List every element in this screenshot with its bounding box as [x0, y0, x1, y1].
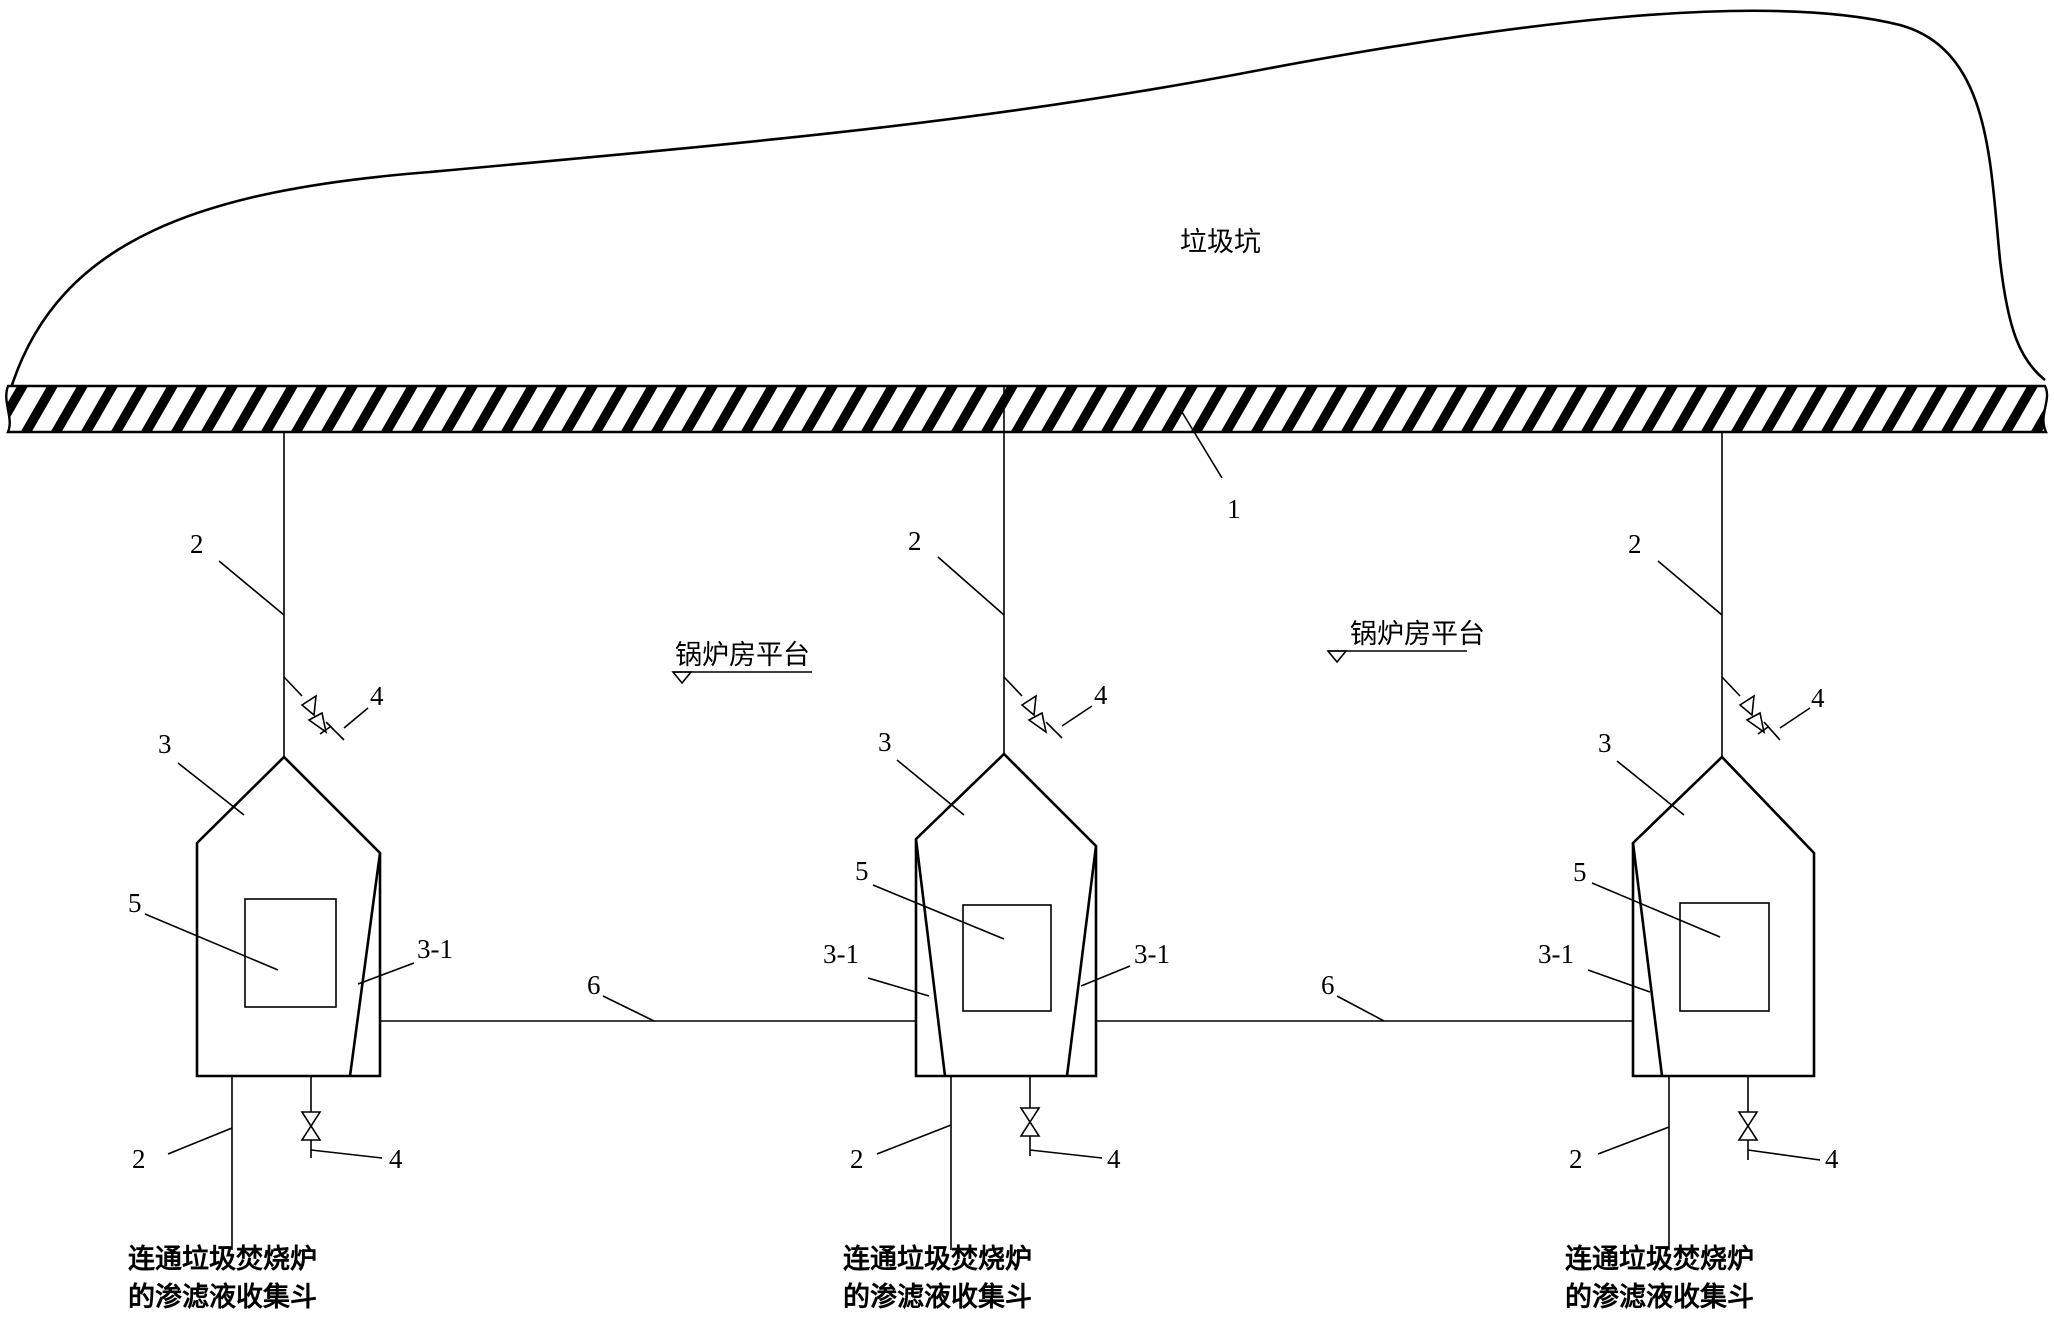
- svg-text:锅炉房平台: 锅炉房平台: [1350, 619, 1485, 650]
- leader-line: [1080, 965, 1131, 987]
- inspection-window: [962, 904, 1052, 1012]
- ref-pipe-bottom: 2: [850, 1144, 864, 1174]
- garbage-pit-outline: [10, 9, 2046, 386]
- ref-pipe-bottom: 2: [132, 1144, 146, 1174]
- tank-inner-plate: [348, 852, 382, 1077]
- outlet-label-line2: 的渗滤液收集斗: [1565, 1281, 1754, 1313]
- leader-line: [1181, 411, 1223, 479]
- outlet-label-line2: 的渗滤液收集斗: [843, 1281, 1032, 1313]
- vent-valve: [1721, 676, 1781, 741]
- ref-tank: 3: [1598, 728, 1612, 758]
- leader-line: [1597, 1126, 1670, 1155]
- boiler-platform-marker-left: 锅炉房平台: [671, 640, 812, 685]
- ref-tank-inner-left: 3-1: [823, 939, 859, 969]
- tank-inner-plate: [1631, 842, 1664, 1077]
- ref-pipe-top: 2: [908, 526, 922, 556]
- collection-tank: [914, 752, 1098, 1078]
- ref-wall: 1: [1227, 494, 1241, 524]
- outlet-label-line2: 的渗滤液收集斗: [128, 1281, 317, 1313]
- leader-line: [1779, 707, 1811, 729]
- leader-line: [1587, 969, 1651, 993]
- collection-unit-middle: 2 4 3 3-1 3-1 5 2 4 连通垃: [823, 385, 1170, 1313]
- leader-line: [872, 884, 1005, 940]
- ref-window: 5: [128, 888, 142, 918]
- ref-valve-top: 4: [1094, 680, 1108, 710]
- ref-valve-bottom: 4: [1107, 1144, 1121, 1174]
- boiler-platform-marker-right: 锅炉房平台: [1326, 619, 1485, 664]
- tank-inner-plate-right: [1065, 845, 1098, 1077]
- tank-inner-plate-left: [914, 838, 947, 1077]
- ref-pipe-top: 2: [1628, 529, 1642, 559]
- leader-line: [144, 913, 279, 971]
- ref-connector-left: 6: [587, 970, 601, 1000]
- leader-line: [602, 995, 655, 1022]
- ref-pipe-top: 2: [190, 529, 204, 559]
- leader-line: [167, 1127, 233, 1155]
- collection-unit-left: 2 4 3 3-1 5 2 4 连通垃圾焚烧炉 的渗: [128, 432, 453, 1313]
- leader-line: [876, 1124, 952, 1155]
- ref-valve-bottom: 4: [389, 1144, 403, 1174]
- drain-valve: [1737, 1076, 1821, 1161]
- ref-tank: 3: [878, 727, 892, 757]
- outlet-label-line1: 连通垃圾焚烧炉: [843, 1243, 1032, 1275]
- inspection-window: [1679, 902, 1770, 1012]
- leader-line: [1657, 560, 1723, 616]
- pit-wall: [5, 384, 2049, 434]
- inspection-window: [244, 898, 337, 1008]
- ref-valve-top: 4: [370, 681, 384, 711]
- svg-text:锅炉房平台: 锅炉房平台: [675, 640, 810, 671]
- ref-connector-right: 6: [1321, 970, 1335, 1000]
- vent-valve: [1003, 676, 1063, 739]
- leader-line: [343, 707, 369, 729]
- ref-window: 5: [1573, 857, 1587, 887]
- ref-valve-bottom: 4: [1825, 1144, 1839, 1174]
- leader-line: [1616, 760, 1685, 816]
- ref-tank-inner: 3-1: [417, 934, 453, 964]
- leader-line: [937, 556, 1005, 616]
- ref-tank-inner-right: 3-1: [1134, 939, 1170, 969]
- leader-line: [867, 977, 930, 997]
- ref-window: 5: [855, 856, 869, 886]
- drain-valve: [300, 1076, 383, 1159]
- leader-line: [177, 762, 245, 816]
- outlet-label-line1: 连通垃圾焚烧炉: [128, 1243, 317, 1275]
- leader-line: [896, 759, 965, 816]
- vent-valve: [283, 676, 345, 741]
- collection-tank: [195, 755, 382, 1078]
- leader-line: [1591, 882, 1721, 938]
- outlet-label-line1: 连通垃圾焚烧炉: [1565, 1243, 1754, 1275]
- ref-pipe-bottom: 2: [1569, 1144, 1583, 1174]
- leader-line: [357, 962, 415, 985]
- ref-tank-inner: 3-1: [1538, 939, 1574, 969]
- ref-tank: 3: [158, 729, 172, 759]
- leader-line: [1336, 995, 1385, 1022]
- leader-line: [1061, 705, 1093, 727]
- leader-line: [218, 560, 285, 616]
- garbage-pit-label: 垃圾坑: [1180, 227, 1261, 258]
- collection-unit-right: 2 4 3 3-1 5 2 4 连通垃圾焚烧炉 的渗: [1538, 432, 1839, 1313]
- collection-tank: [1631, 755, 1816, 1078]
- ref-valve-top: 4: [1811, 683, 1825, 713]
- drain-valve: [1019, 1076, 1103, 1159]
